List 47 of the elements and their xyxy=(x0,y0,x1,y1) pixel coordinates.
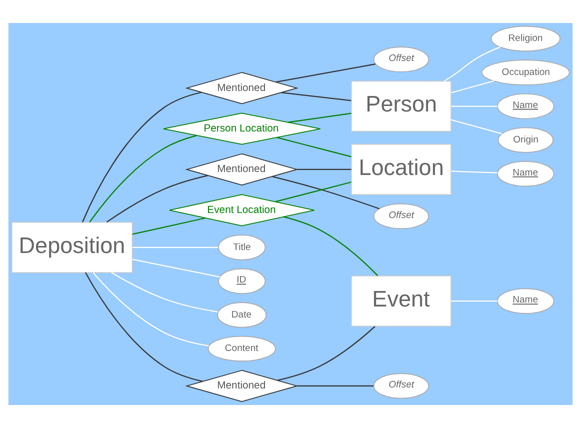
node-ellipse: Offset xyxy=(373,46,430,72)
connector xyxy=(283,216,378,276)
connector xyxy=(92,272,209,346)
node-diamond: Mentioned xyxy=(185,370,298,402)
connector xyxy=(451,80,494,94)
connector xyxy=(272,176,380,210)
node-diamond: Person Location xyxy=(162,112,321,145)
connector xyxy=(288,112,352,123)
connector xyxy=(82,92,202,222)
node-diamond: Mentioned xyxy=(185,153,298,186)
connector xyxy=(296,385,374,387)
connector xyxy=(106,175,208,223)
node-ellipse: ID xyxy=(218,268,266,294)
connector xyxy=(89,134,197,222)
connector xyxy=(111,272,218,313)
connector xyxy=(451,300,498,302)
connector xyxy=(84,272,203,382)
connector xyxy=(277,326,376,381)
connector xyxy=(276,136,352,158)
connector xyxy=(275,182,352,202)
node-box: Person xyxy=(350,80,452,132)
node-ellipse: Origin xyxy=(498,127,554,153)
node-ellipse: Occupation xyxy=(482,60,570,86)
connector xyxy=(451,170,498,174)
connector xyxy=(132,217,206,235)
node-ellipse: Content xyxy=(208,336,276,362)
connector xyxy=(132,258,220,278)
node-box: Location xyxy=(350,144,452,195)
node-box: Event xyxy=(350,276,452,327)
connector xyxy=(281,92,352,102)
node-ellipse: Offset xyxy=(373,203,430,230)
node-ellipse: Offset xyxy=(373,373,430,399)
node-ellipse: Date xyxy=(217,302,267,328)
node-ellipse: Name xyxy=(497,160,554,187)
node-box: Deposition xyxy=(11,222,133,273)
connector xyxy=(451,119,502,134)
connector xyxy=(444,46,500,82)
node-diamond: Mentioned xyxy=(185,72,298,104)
node-ellipse: Title xyxy=(218,234,266,260)
connector xyxy=(132,246,218,248)
connector xyxy=(276,63,376,83)
connector xyxy=(451,106,498,107)
node-diamond: Event Location xyxy=(168,194,315,226)
node-ellipse: Religion xyxy=(490,26,560,52)
node-ellipse: Name xyxy=(497,93,554,120)
node-ellipse: Name xyxy=(497,288,554,314)
connector xyxy=(296,168,352,170)
